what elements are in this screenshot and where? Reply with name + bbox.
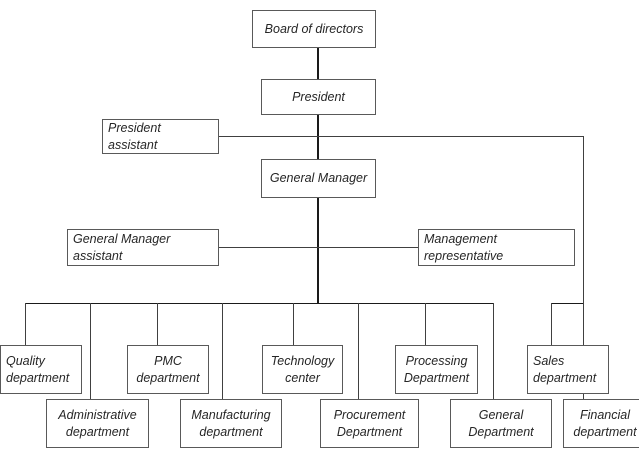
node-label: Processing Department — [403, 353, 470, 385]
node-quality-department[interactable]: Quality department — [0, 345, 82, 394]
node-sales-department[interactable]: Sales department — [527, 345, 609, 394]
connector-president-assistant-horizontal — [218, 136, 583, 137]
node-label: General Department — [468, 407, 534, 439]
node-label: Management representative — [424, 231, 504, 263]
connector-sales-bus — [551, 303, 583, 304]
node-label: PMC department — [136, 353, 200, 385]
node-label: General Manager assistant — [73, 231, 171, 263]
node-label: Sales department — [533, 353, 597, 385]
node-procurement-department[interactable]: Procurement Department — [320, 399, 419, 448]
node-label: Administrative department — [58, 407, 137, 439]
connector-drop-procurement — [358, 303, 359, 399]
node-general-department[interactable]: General Department — [450, 399, 552, 448]
node-management-representative[interactable]: Management representative — [418, 229, 575, 266]
node-president[interactable]: President — [261, 79, 376, 115]
connector-drop-sales — [551, 303, 552, 345]
node-label: Technology center — [270, 353, 335, 385]
connector-drop-processing — [425, 303, 426, 345]
node-board-of-directors[interactable]: Board of directors — [252, 10, 376, 48]
node-label: Financial department — [573, 407, 637, 439]
connector-drop-quality — [25, 303, 26, 345]
connector-drop-pmc — [157, 303, 158, 345]
connector-drop-administrative — [90, 303, 91, 399]
node-general-manager[interactable]: General Manager — [261, 159, 376, 198]
connector-president-assistant-riser — [583, 136, 584, 303]
node-label: Quality department — [6, 353, 70, 385]
connector-drop-technology — [293, 303, 294, 345]
node-technology-center[interactable]: Technology center — [262, 345, 343, 394]
node-label: Manufacturing department — [191, 407, 271, 439]
node-general-manager-assistant[interactable]: General Manager assistant — [67, 229, 219, 266]
connector-general-manager-trunk — [317, 197, 319, 304]
connector-gm-assistant-to-management-rep — [218, 247, 418, 248]
node-label: President — [292, 89, 345, 104]
node-label: Board of directors — [264, 21, 364, 36]
connector-drop-general-department — [493, 303, 494, 399]
node-president-assistant[interactable]: President assistant — [102, 119, 219, 154]
connector-drop-manufacturing — [222, 303, 223, 399]
node-administrative-department[interactable]: Administrative department — [46, 399, 149, 448]
node-processing-department[interactable]: Processing Department — [395, 345, 478, 394]
node-label: President assistant — [108, 120, 161, 152]
node-pmc-department[interactable]: PMC department — [127, 345, 209, 394]
node-label: Procurement Department — [333, 407, 406, 439]
connector-department-bus — [25, 303, 494, 304]
node-label: General Manager — [269, 171, 368, 186]
connector-board-to-president — [317, 47, 319, 79]
node-financial-department[interactable]: Financial department — [563, 399, 639, 448]
node-manufacturing-department[interactable]: Manufacturing department — [180, 399, 282, 448]
